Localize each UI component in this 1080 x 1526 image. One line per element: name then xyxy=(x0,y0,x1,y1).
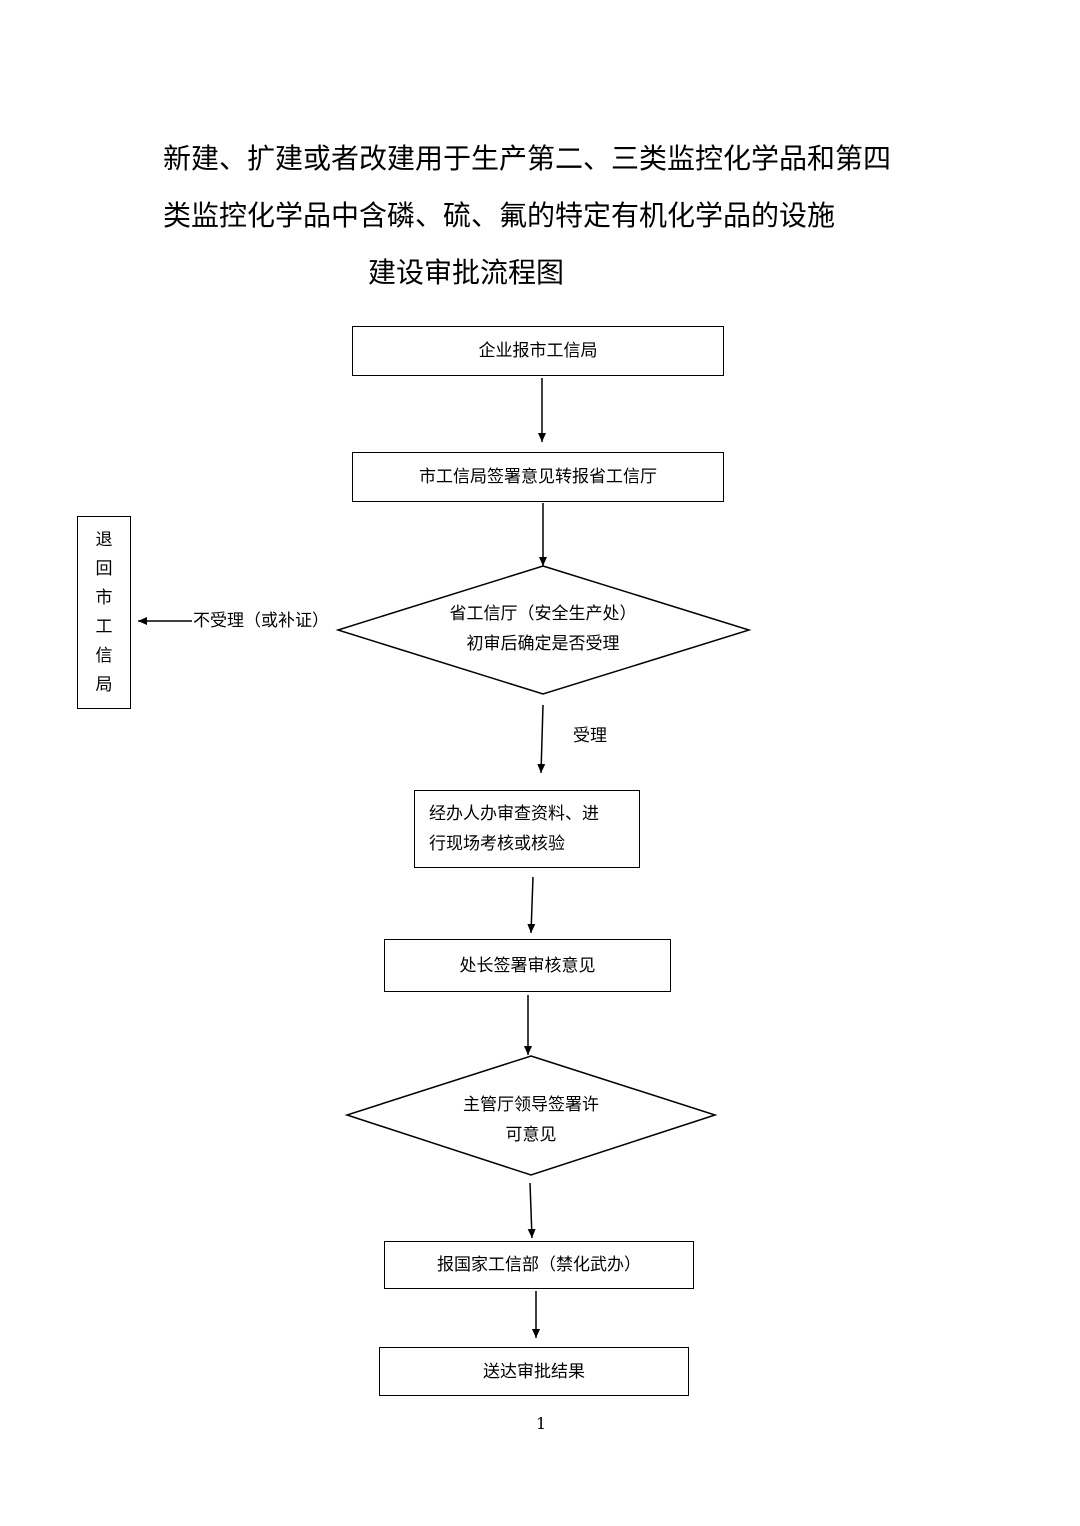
arrow-step3-to-step4 xyxy=(527,876,536,934)
step-review-materials-line1: 经办人办审查资料、进 xyxy=(429,804,599,824)
arrow-decision2-to-step5 xyxy=(527,1182,536,1239)
decision-1-shape xyxy=(335,565,752,695)
decision-leader-approval-line2: 可意见 xyxy=(505,1125,557,1145)
page-number: 1 xyxy=(536,1414,547,1433)
reject-return-city-bureau: 退回市工信局 xyxy=(77,516,131,709)
decision-leader-approval: 主管厅领导签署许 可意见 xyxy=(431,1090,631,1150)
step-enterprise-report: 企业报市工信局 xyxy=(352,326,724,376)
step-director-sign: 处长签署审核意见 xyxy=(384,939,671,992)
arrow-decision1-to-step3 xyxy=(537,704,546,774)
decision-2-shape xyxy=(344,1055,718,1176)
title-line-1: 新建、扩建或者改建用于生产第二、三类监控化学品和第四 xyxy=(163,142,892,175)
step-enterprise-report-label: 企业报市工信局 xyxy=(478,341,598,361)
step-report-ministry-label: 报国家工信部（禁化武办） xyxy=(437,1255,641,1275)
step-director-sign-label: 处长签署审核意见 xyxy=(459,955,596,976)
step-city-bureau-forward-label: 市工信局签署意见转报省工信厅 xyxy=(419,467,657,487)
decision-leader-approval-line1: 主管厅领导签署许 xyxy=(463,1095,599,1115)
step-city-bureau-forward: 市工信局签署意见转报省工信厅 xyxy=(352,452,724,502)
step-deliver-result-label: 送达审批结果 xyxy=(483,1361,585,1382)
step-review-materials-line2: 行现场考核或核验 xyxy=(429,834,565,854)
step-deliver-result: 送达审批结果 xyxy=(379,1347,689,1396)
title-line-2: 类监控化学品中含磷、硫、氟的特定有机化学品的设施 xyxy=(163,199,836,232)
decision-preliminary-review-line2: 初审后确定是否受理 xyxy=(466,634,620,654)
decision-preliminary-review: 省工信厅（安全生产处） 初审后确定是否受理 xyxy=(393,599,693,659)
title-line-3: 建设审批流程图 xyxy=(368,256,565,289)
decision-preliminary-review-line1: 省工信厅（安全生产处） xyxy=(449,604,637,624)
reject-label: 不受理（或补证） xyxy=(193,611,329,631)
step-report-ministry: 报国家工信部（禁化武办） xyxy=(384,1241,694,1289)
accept-label: 受理 xyxy=(573,726,607,746)
step-review-materials: 经办人办审查资料、进 行现场考核或核验 xyxy=(414,790,640,868)
reject-return-city-bureau-label: 退回市工信局 xyxy=(95,529,113,695)
